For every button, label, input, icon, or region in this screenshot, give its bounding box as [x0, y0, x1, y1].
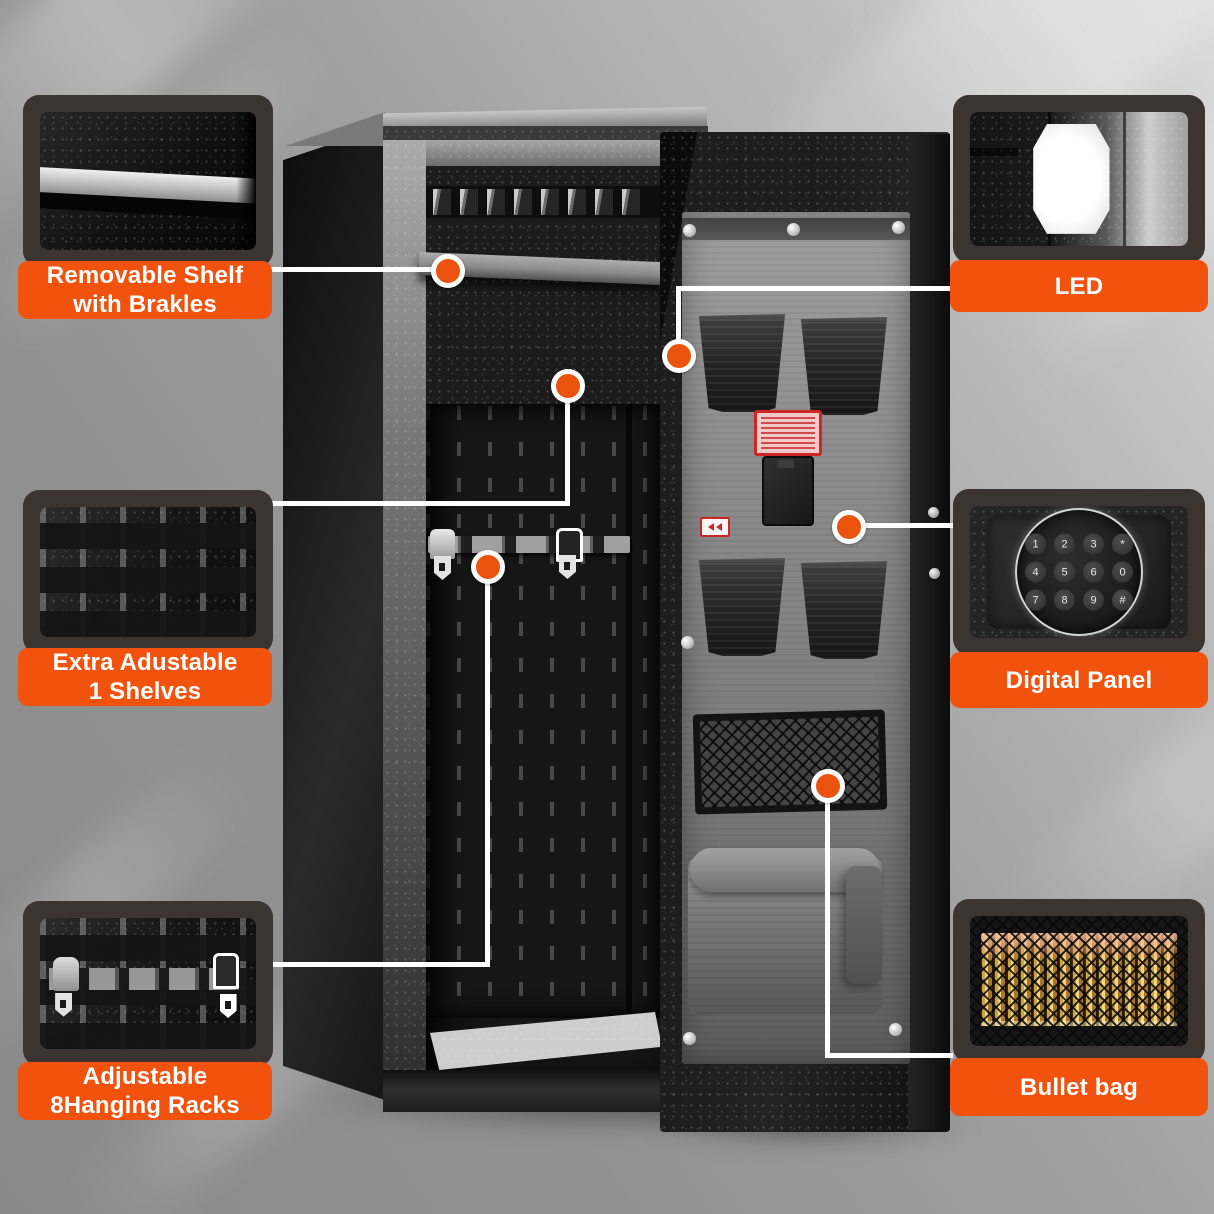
- shelf-ledge: [970, 148, 1018, 157]
- mesh-pocket: [692, 709, 888, 815]
- top-gun-rack: [426, 186, 662, 218]
- keypad-key-3: 3: [1083, 533, 1104, 555]
- rack-bracket-right: [212, 953, 239, 990]
- label-led: LED: [950, 260, 1208, 312]
- digital-panel-photo: 1 2 3 * 4 5 6 0 7 8 9 #: [970, 506, 1188, 638]
- gun-rack-notch: [541, 189, 559, 215]
- screw: [889, 1023, 902, 1036]
- pegboard-slots: [40, 507, 256, 637]
- inset-bullet-bag: [953, 899, 1205, 1063]
- screw: [892, 221, 905, 234]
- removable-shelf-photo: [40, 112, 256, 250]
- screw: [787, 223, 800, 236]
- keypad-grid: 1 2 3 * 4 5 6 0 7 8 9 #: [1025, 533, 1133, 611]
- gun-rack-notch: [433, 189, 451, 215]
- connector-extra-shelves-h: [270, 501, 568, 506]
- keypad-key-8: 8: [1054, 589, 1075, 611]
- gun-rack-notch: [514, 189, 532, 215]
- rack-plate-right: [219, 993, 237, 1018]
- gun-rack-notch: [487, 189, 505, 215]
- inset-hanging-racks: [23, 901, 273, 1066]
- connector-extra-shelves-v: [565, 384, 570, 506]
- hanging-rack-bar: [428, 536, 630, 553]
- led-photo: [970, 112, 1188, 246]
- keypad-key-6: 6: [1083, 561, 1104, 583]
- keypad-key-4: 4: [1025, 561, 1046, 583]
- inset-extra-shelves: [23, 490, 273, 654]
- rack-plate-left: [55, 992, 73, 1017]
- led-light: [1033, 124, 1110, 234]
- callout-dot-removable-shelf: [431, 254, 465, 288]
- inset-led: [953, 95, 1205, 263]
- callout-dot-led: [662, 339, 696, 373]
- keypad-key-0: 0: [1112, 561, 1133, 583]
- left-arrow-icon: [708, 523, 714, 531]
- photo-shadow-edge: [236, 112, 256, 250]
- label-extra-shelves: Extra Adustable 1 Shelves: [18, 648, 272, 706]
- inset-removable-shelf: [23, 95, 273, 267]
- left-arrow-icon: [716, 523, 722, 531]
- label-digital-panel: Digital Panel: [950, 652, 1208, 708]
- gun-rack-notch: [460, 189, 478, 215]
- connector-hanging-racks-h: [270, 962, 488, 967]
- rack-bracket-left: [430, 529, 455, 559]
- connector-bullet-bag-h: [825, 1053, 953, 1058]
- callout-dot-extra-shelves: [551, 369, 585, 403]
- door-pocket: [698, 314, 786, 412]
- door-pocket: [800, 317, 888, 415]
- keypad-key-1: 1: [1025, 533, 1046, 555]
- label-bullet-bag: Bullet bag: [950, 1058, 1208, 1116]
- callout-dot-hanging-racks: [471, 550, 505, 584]
- connector-bullet-bag-v: [825, 786, 830, 1058]
- door-outer-edge: [908, 134, 950, 1130]
- keypad-key-hash: #: [1112, 589, 1133, 611]
- connector-digital-panel: [848, 523, 958, 528]
- keypad-key-star: *: [1112, 533, 1133, 555]
- bag-flap: [846, 866, 882, 984]
- screw: [681, 636, 694, 649]
- panel-seam: [1122, 112, 1126, 246]
- door-pocket: [698, 558, 786, 656]
- keypad-key-2: 2: [1054, 533, 1075, 555]
- rack-plate-right: [559, 555, 576, 579]
- connector-removable-shelf: [270, 267, 450, 272]
- interior-pegboard: [426, 404, 662, 1018]
- keypad-key-5: 5: [1054, 561, 1075, 583]
- interior-divider: [626, 404, 632, 1018]
- hanging-racks-photo: [40, 918, 256, 1049]
- mesh-texture: [970, 916, 1188, 1046]
- screw: [683, 224, 696, 237]
- connector-hanging-racks-v: [485, 566, 490, 967]
- pegboard-photo: [40, 507, 256, 637]
- gun-rack-notch: [595, 189, 613, 215]
- door-pocket: [800, 561, 888, 659]
- keypad-key-9: 9: [1083, 589, 1104, 611]
- double-left-arrow-icon: [700, 517, 730, 537]
- gun-rack-notch: [622, 189, 640, 215]
- callout-dot-digital-panel: [832, 510, 866, 544]
- label-hanging-racks: Adjustable 8Hanging Racks: [18, 1062, 272, 1120]
- label-removable-shelf: Removable Shelf with Brakles: [18, 261, 272, 319]
- mesh-texture: [699, 716, 881, 808]
- connector-led-v: [676, 286, 681, 358]
- safe-side-panel: [283, 126, 385, 1100]
- safe-frame-left-jamb: [383, 140, 426, 1084]
- callout-dot-bullet-bag: [811, 769, 845, 803]
- warning-label: [754, 410, 822, 456]
- gun-rack-notch: [568, 189, 586, 215]
- lock-bolt: [928, 507, 939, 518]
- battery-compartment: [762, 456, 814, 526]
- connector-led-h: [676, 286, 954, 291]
- rack-bar: [48, 967, 248, 991]
- safe-top-left-slope: [285, 112, 385, 146]
- rack-plate-left: [434, 556, 451, 580]
- inset-digital-panel: 1 2 3 * 4 5 6 0 7 8 9 #: [953, 489, 1205, 655]
- rack-bracket-left: [52, 957, 79, 992]
- screw: [683, 1032, 696, 1045]
- safe-bottom-sill: [383, 1070, 708, 1112]
- safe-frame-top-jamb: [383, 140, 708, 166]
- keypad-key-7: 7: [1025, 589, 1046, 611]
- lock-bolt: [929, 568, 940, 579]
- bullet-bag-photo: [970, 916, 1188, 1046]
